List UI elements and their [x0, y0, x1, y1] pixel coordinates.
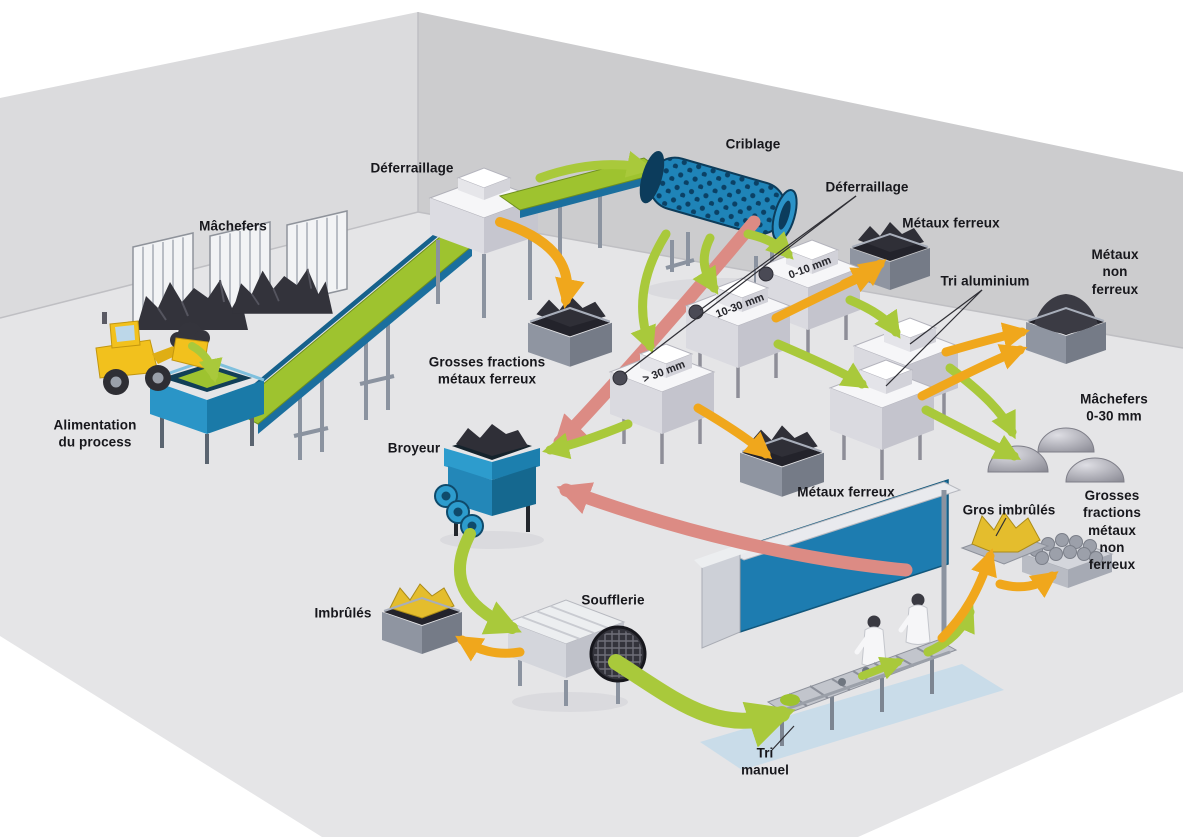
flow-arrows-sorting-end — [858, 548, 1059, 680]
return-arrow-sorting-to-crusher — [556, 482, 913, 577]
trommel-screen — [639, 151, 798, 242]
leader-lines — [623, 195, 1007, 751]
feed-hopper — [149, 358, 265, 464]
flow-arrow-gt30-to-crusher — [542, 419, 633, 460]
flow-arrow-blower-to-imbrules — [455, 635, 525, 662]
crusher — [434, 424, 540, 538]
incline-conveyor — [231, 224, 473, 460]
flow-arrows-separators — [495, 217, 1030, 461]
flow-arrow-feed — [188, 342, 223, 384]
magnet-icon — [758, 266, 774, 282]
container-metaux-non-ferreux — [1026, 294, 1106, 364]
flow-arrow-to-trommel — [535, 151, 654, 183]
magnet-icon — [612, 370, 628, 386]
wall-right — [418, 12, 1183, 348]
flow-arrow-blower-to-sorting — [608, 654, 796, 748]
magnet-icon — [688, 304, 704, 320]
wheel-loader — [95, 312, 210, 395]
wall-left — [0, 12, 418, 318]
flow-arrow-crusher-to-blower — [454, 528, 522, 635]
container-imbrules — [382, 583, 462, 654]
